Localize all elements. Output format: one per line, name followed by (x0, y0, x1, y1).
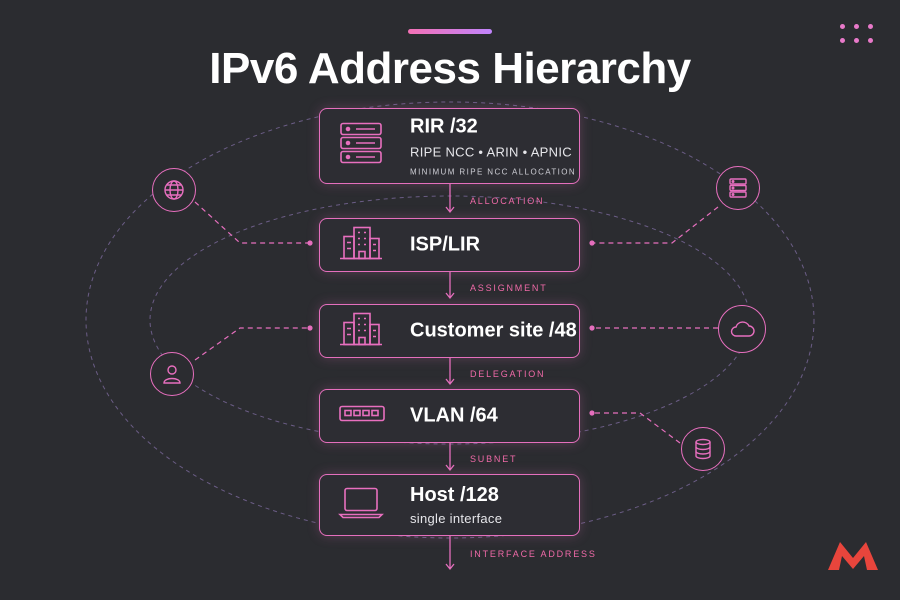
level-vlan-text: VLAN /64 (410, 405, 498, 428)
building-icon (338, 311, 384, 352)
level-customer-site: Customer site /48 (319, 304, 580, 358)
level-title: ISP/LIR (410, 233, 481, 256)
cloud-icon (718, 305, 766, 353)
flow-arrow-5 (445, 536, 455, 571)
level-host: Host /128 single interface (319, 474, 580, 536)
building-icon (338, 225, 384, 266)
level-subtitle: single interface (410, 511, 503, 526)
relation-label-allocation: ALLOCATION (470, 196, 545, 206)
level-customer-site-text: Customer site /48 (410, 320, 577, 343)
server-rack-icon (338, 122, 384, 171)
flow-arrow-4 (445, 443, 455, 472)
level-title: Customer site /48 (410, 319, 577, 342)
level-title: RIR /32 (410, 115, 478, 138)
level-host-text: Host /128 single interface (410, 484, 502, 526)
level-isp-lir-text: ISP/LIR (410, 234, 480, 257)
decorative-dot-grid (840, 24, 880, 46)
relation-label-delegation: DELEGATION (470, 369, 546, 379)
connector-globe (194, 201, 310, 244)
page-title: IPv6 Address Hierarchy (209, 44, 691, 93)
server-icon (716, 166, 760, 210)
connector-user (194, 327, 310, 361)
title-accent-bar (408, 29, 492, 34)
level-rir-text: RIR /32 RIPE NCC • ARIN • APNIC MINIMUM … (410, 116, 576, 177)
flow-arrow-3 (445, 358, 455, 386)
flow-arrow-2 (445, 272, 455, 300)
user-icon (150, 352, 194, 396)
level-title: VLAN /64 (410, 404, 498, 427)
level-note: MINIMUM RIPE NCC ALLOCATION (410, 167, 577, 177)
relation-label-interface-address: INTERFACE ADDRESS (470, 549, 597, 559)
network-switch-icon (338, 404, 386, 429)
relation-label-assignment: ASSIGNMENT (470, 283, 548, 293)
level-vlan: VLAN /64 (319, 389, 580, 443)
laptop-icon (338, 486, 384, 525)
relation-label-subnet: SUBNET (470, 454, 518, 464)
database-icon (681, 427, 725, 471)
globe-icon (152, 168, 196, 212)
level-title: Host /128 (410, 484, 499, 506)
level-rir: RIR /32 RIPE NCC • ARIN • APNIC MINIMUM … (319, 108, 580, 184)
flow-arrow-1 (445, 184, 455, 214)
brand-logo (826, 536, 880, 577)
connector-database (592, 412, 681, 444)
level-subtitle: RIPE NCC • ARIN • APNIC (410, 144, 572, 160)
level-isp-lir: ISP/LIR (319, 218, 580, 272)
connector-server (592, 206, 719, 244)
